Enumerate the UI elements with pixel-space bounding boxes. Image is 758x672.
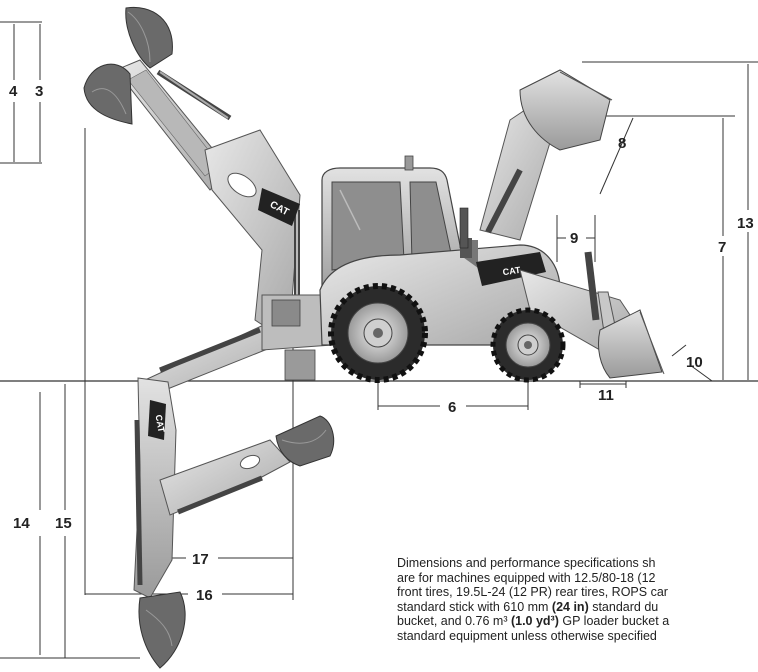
front-wheel (490, 307, 566, 383)
loader-arm (479, 69, 665, 379)
cat-logo-hood: CAT (502, 265, 522, 277)
spec-note-text: bucket, and 0.76 m³ (397, 614, 511, 628)
backhoe-arm-digging: CAT (133, 321, 335, 669)
tractor-body: CAT (261, 155, 561, 381)
spec-note-emphasis: (1.0 yd³) (510, 614, 559, 628)
spec-note-line-6: standard equipment unless otherwise spec… (397, 628, 657, 643)
spec-note-text: standard stick with 610 mm (397, 599, 552, 614)
dimension-label-9: 9 (570, 230, 578, 247)
dimension-label-group: 4 3 8 13 9 7 10 11 6 14 15 17 16 (9, 83, 754, 604)
spec-note-line-4: standard stick with 610 mm (24 in) stand… (397, 600, 758, 615)
spec-note-text: standard du (588, 599, 659, 614)
dimension-label-14: 14 (13, 515, 30, 532)
dimension-label-6: 6 (448, 399, 456, 416)
spec-note-text: GP loader bucket a (558, 614, 670, 628)
dimension-label-13: 13 (737, 215, 754, 232)
dimension-label-4: 4 (9, 83, 18, 100)
spec-note-emphasis: (24 in) (551, 599, 589, 614)
dimension-label-15: 15 (55, 515, 72, 532)
cat-logo-lower: CAT (153, 414, 166, 434)
dimension-label-8: 8 (618, 135, 626, 152)
dimension-label-7: 7 (718, 239, 726, 256)
spec-note-line-2: are for machines equipped with 12.5/80-1… (397, 570, 656, 585)
spec-note-line-1: Dimensions and performance specification… (397, 556, 656, 570)
dimension-label-10: 10 (686, 354, 703, 371)
spec-note-line-3: front tires, 19.5L-24 (12 PR) rear tires… (397, 585, 668, 599)
dimension-label-11: 11 (598, 387, 614, 404)
backhoe-arm-extended: CAT (83, 6, 301, 331)
dimension-label-17: 17 (192, 551, 209, 568)
dimension-label-3: 3 (35, 83, 43, 100)
spec-note-line-5: bucket, and 0.76 m³ (1.0 yd³) GP loader … (397, 614, 758, 629)
spec-note: Dimensions and performance specification… (397, 556, 758, 643)
dimension-label-16: 16 (196, 587, 213, 604)
rear-wheel (328, 283, 428, 383)
